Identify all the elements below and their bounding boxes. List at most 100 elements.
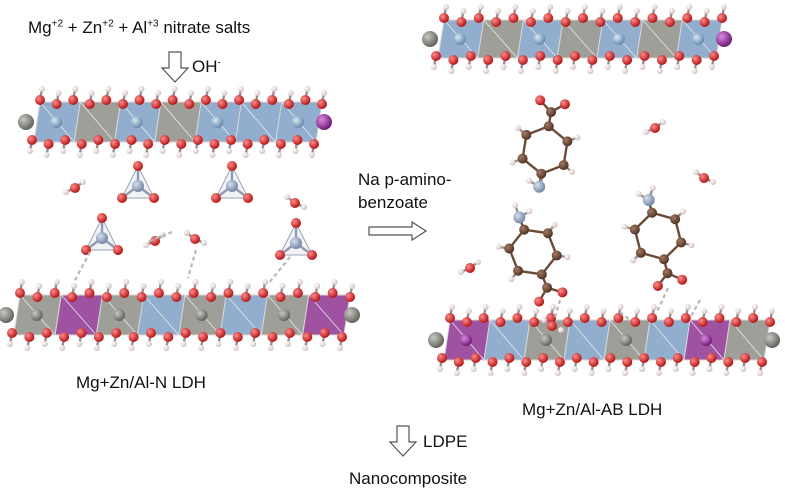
atom-c bbox=[521, 129, 532, 140]
atom-h bbox=[184, 230, 190, 236]
atom-h bbox=[582, 4, 588, 10]
atom-h bbox=[7, 341, 13, 347]
atom-h bbox=[465, 308, 472, 314]
atom-o bbox=[656, 55, 667, 65]
atom-h bbox=[287, 90, 294, 96]
top-left-ldh-layer bbox=[18, 86, 332, 158]
atom-o bbox=[310, 292, 321, 302]
octahedron-edge bbox=[241, 101, 276, 143]
atom-o bbox=[639, 353, 650, 363]
octahedron-edge bbox=[483, 19, 518, 59]
edge-metal bbox=[422, 31, 438, 47]
atom-o bbox=[535, 95, 546, 106]
atom-h bbox=[188, 90, 195, 96]
atom-o bbox=[697, 317, 708, 327]
atom-o bbox=[337, 332, 347, 342]
atom-o bbox=[487, 357, 498, 367]
process-arrow-down bbox=[388, 425, 418, 457]
nitrate-ion bbox=[81, 213, 123, 255]
atom-h bbox=[123, 279, 130, 285]
atom-c bbox=[629, 224, 640, 235]
atom-o bbox=[309, 139, 319, 149]
metal-cation bbox=[278, 309, 291, 321]
atom-o bbox=[113, 245, 123, 255]
atom-c bbox=[517, 153, 528, 164]
p-aminobenzoate-anion bbox=[495, 202, 571, 307]
octahedron-edge bbox=[60, 294, 97, 336]
atom-h bbox=[76, 341, 83, 347]
atom-h bbox=[500, 64, 507, 70]
atom-c bbox=[513, 265, 524, 276]
atom-h bbox=[41, 341, 48, 347]
atom-o bbox=[504, 353, 515, 363]
atom-o bbox=[300, 95, 311, 105]
atom-h bbox=[453, 370, 460, 376]
atom-n bbox=[96, 232, 108, 244]
atom-h bbox=[689, 370, 696, 376]
atom-h bbox=[721, 4, 727, 10]
metal-cation bbox=[130, 116, 143, 128]
atom-o bbox=[93, 135, 104, 145]
atom-o bbox=[126, 135, 137, 145]
atom-h bbox=[36, 283, 43, 289]
edge-metal bbox=[428, 332, 444, 348]
atom-h bbox=[604, 64, 611, 70]
atom-h bbox=[639, 64, 646, 70]
atom-h bbox=[159, 148, 166, 154]
atom-o bbox=[119, 288, 130, 298]
atom-h bbox=[535, 64, 542, 70]
atom-o bbox=[242, 139, 253, 149]
process-arrow-down bbox=[160, 51, 190, 83]
atom-n bbox=[642, 193, 655, 206]
atom-o bbox=[243, 193, 253, 203]
atom-o bbox=[748, 313, 759, 323]
atom-h bbox=[244, 283, 251, 289]
atom-h bbox=[566, 308, 573, 314]
atom-c bbox=[519, 224, 530, 235]
atom-h bbox=[706, 366, 713, 372]
atom-h bbox=[569, 168, 576, 175]
reagent-label-line1: Na p-amino- bbox=[358, 170, 452, 189]
metal-cation bbox=[50, 116, 63, 128]
atom-h bbox=[238, 86, 245, 92]
atom-h bbox=[574, 134, 581, 141]
atom-o bbox=[290, 198, 300, 208]
atom-o bbox=[570, 51, 580, 61]
atom-h bbox=[337, 345, 343, 351]
atom-h bbox=[499, 308, 506, 314]
atom-o bbox=[184, 99, 195, 109]
atom-h bbox=[621, 223, 628, 230]
atom-h bbox=[495, 8, 502, 14]
atom-h bbox=[509, 159, 516, 166]
atom-o bbox=[495, 317, 506, 327]
atom-h bbox=[691, 68, 698, 74]
edge-metal bbox=[316, 114, 332, 130]
atom-h bbox=[140, 283, 147, 289]
atom-o bbox=[478, 313, 489, 323]
atom-h bbox=[723, 370, 730, 376]
atom-h bbox=[655, 370, 662, 376]
atom-h bbox=[495, 243, 502, 250]
atom-o bbox=[128, 332, 139, 342]
atom-o bbox=[500, 51, 511, 61]
atom-o bbox=[714, 313, 725, 323]
atom-c bbox=[504, 243, 515, 254]
atom-o bbox=[491, 17, 502, 27]
atom-o bbox=[134, 95, 145, 105]
atom-o bbox=[465, 263, 475, 273]
atom-h bbox=[72, 86, 79, 92]
metal-cation bbox=[195, 309, 208, 321]
atom-h bbox=[622, 370, 629, 376]
atom-o bbox=[529, 317, 540, 327]
atom-o bbox=[188, 288, 199, 298]
atom-h bbox=[192, 148, 199, 154]
atom-h bbox=[668, 8, 675, 14]
nitrate-ldh-label: Mg+Zn/Al-N LDH bbox=[76, 373, 206, 392]
atom-h bbox=[558, 327, 564, 333]
atom-o bbox=[547, 321, 557, 331]
metal-cation bbox=[620, 334, 632, 346]
atom-h bbox=[599, 8, 606, 14]
top-right-ldh-layer bbox=[422, 4, 732, 74]
hydrogen-bond bbox=[655, 287, 669, 315]
atom-h bbox=[508, 276, 515, 283]
